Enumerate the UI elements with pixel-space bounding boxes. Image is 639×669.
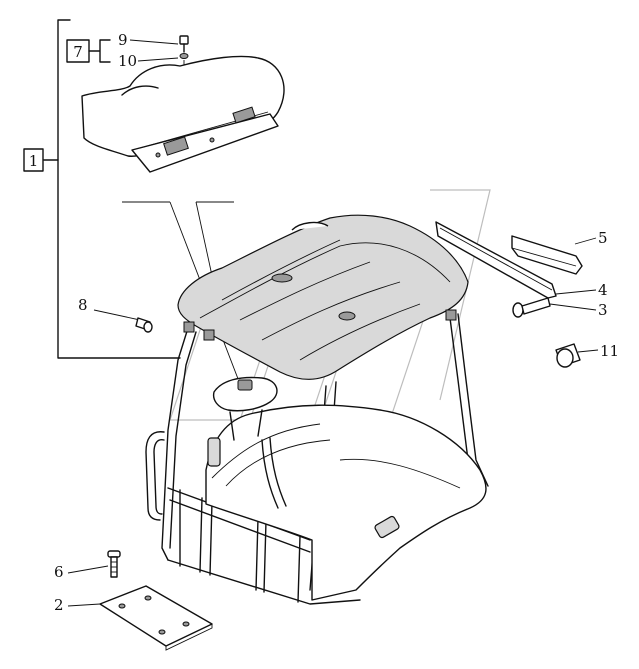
part-2-plate: 2	[54, 585, 213, 651]
cab-frame	[145, 214, 489, 605]
group-7-bracket: 7 9 10	[66, 31, 179, 70]
part-6-bolt: 6	[54, 550, 121, 581]
part-11-grommet: 11	[555, 342, 619, 368]
callout-3: 3	[598, 301, 608, 319]
part-5-angle-strip: 5	[511, 229, 608, 275]
cushion-part	[81, 55, 285, 173]
callout-8: 8	[78, 296, 88, 314]
callout-5: 5	[598, 229, 608, 247]
part-4-strip: 4	[435, 221, 608, 299]
callout-4: 4	[598, 281, 608, 299]
callout-2: 2	[54, 596, 64, 614]
callout-6: 6	[54, 563, 64, 581]
callout-11: 11	[600, 342, 619, 360]
part-3-screw: 3	[512, 297, 608, 319]
part-8-bolt: 8	[78, 296, 153, 333]
callout-7: 7	[73, 43, 83, 61]
callout-10: 10	[118, 52, 137, 70]
callout-1: 1	[29, 152, 39, 170]
callout-box-1	[23, 148, 44, 172]
group-1-bracket: 1	[23, 19, 181, 359]
callout-9: 9	[118, 31, 128, 49]
